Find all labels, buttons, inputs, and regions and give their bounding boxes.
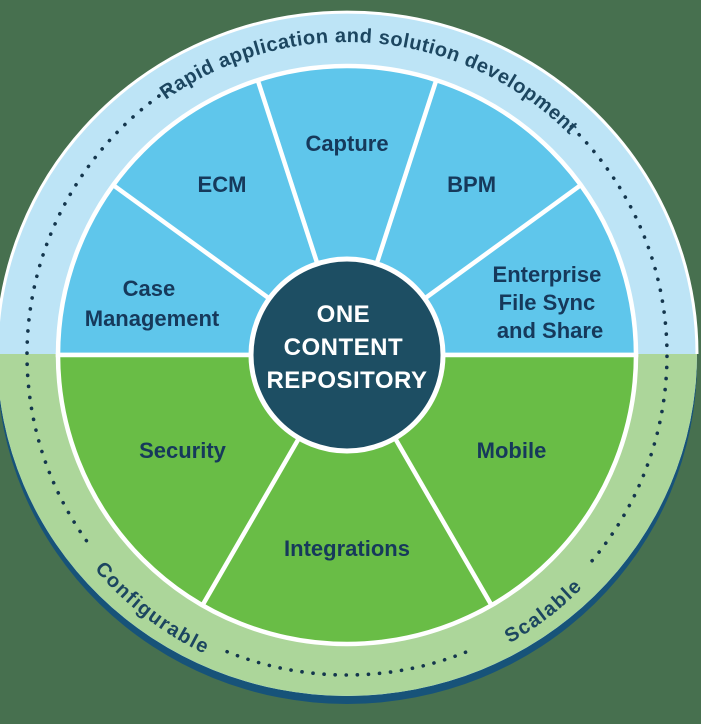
dotted-arc-bottom [225, 649, 469, 677]
segment-label-capture: Capture [305, 131, 388, 156]
center-title-line: CONTENT [284, 334, 404, 361]
label-line: Capture [305, 131, 388, 156]
label-line: BPM [447, 172, 496, 197]
dotted-arc-right [567, 123, 669, 563]
segment-label-integrations: Integrations [284, 536, 410, 561]
center-title-line: ONE [317, 301, 371, 328]
dotted-arc-left [25, 87, 170, 550]
segment-label-security: Security [139, 438, 227, 463]
bottom-half-disc [55, 352, 639, 647]
outer-ring-outline [0, 10, 699, 355]
center-circle [248, 256, 446, 454]
label-line: Integrations [284, 536, 410, 561]
label-line: Management [85, 306, 220, 331]
center-title: ONE CONTENT REPOSITORY [266, 301, 427, 394]
dotted-arcs [25, 87, 669, 677]
label-line: Mobile [477, 438, 547, 463]
label-line: ECM [198, 172, 247, 197]
segment-label-bpm: BPM [447, 172, 496, 197]
label-line: Security [139, 438, 227, 463]
label-line: Case [123, 276, 176, 301]
label-line: File Sync [499, 290, 596, 315]
segment-label-ecm: ECM [198, 172, 247, 197]
segment-label-enterprise-file-sync-and-share: Enterprise File Sync and Share [493, 262, 608, 343]
top-half-disc [55, 63, 639, 358]
segment-labels: Case Management ECM Capture BPM Enterpri… [85, 131, 608, 561]
segment-label-case-management: Case Management [85, 276, 220, 331]
label-line: and Share [497, 318, 603, 343]
label-line: Enterprise [493, 262, 602, 287]
segment-label-mobile: Mobile [477, 438, 547, 463]
center-title-line: REPOSITORY [266, 367, 427, 394]
